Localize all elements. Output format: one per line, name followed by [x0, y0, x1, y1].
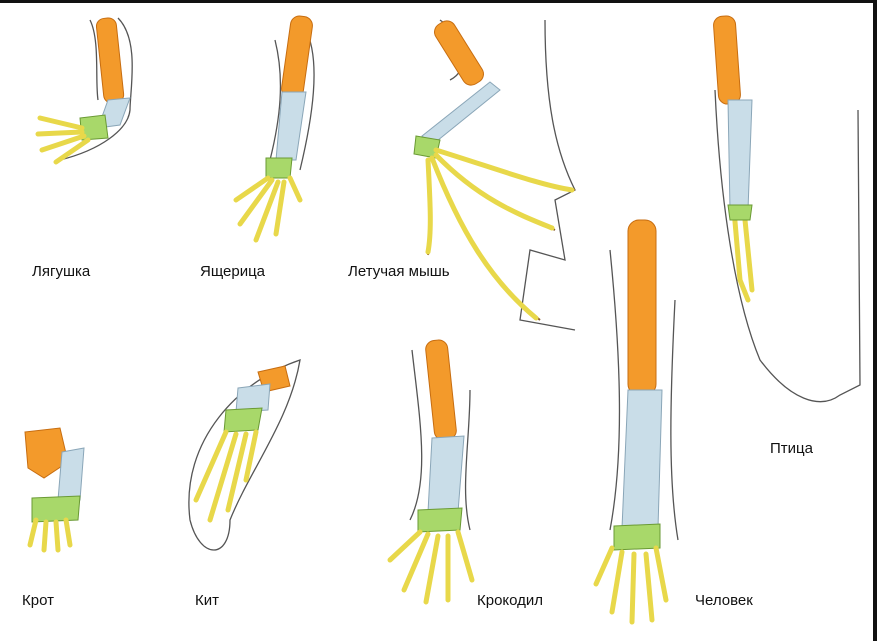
label-crocodile: Крокодил	[477, 592, 544, 609]
right-border	[873, 0, 877, 641]
label-mole: Крот	[22, 592, 54, 609]
label-lizard: Ящерица	[200, 263, 266, 280]
bird-limb	[713, 15, 861, 403]
crocodile-limb	[387, 339, 475, 605]
bat-limb	[413, 19, 576, 331]
label-frog: Лягушка	[32, 263, 91, 280]
label-human: Человек	[695, 592, 753, 609]
top-border	[0, 0, 877, 3]
label-bird: Птица	[770, 440, 813, 457]
label-whale: Кит	[195, 592, 219, 609]
human-limb	[593, 219, 679, 625]
mole-limb	[24, 427, 85, 553]
frog-limb	[35, 17, 133, 165]
lizard-limb	[233, 15, 315, 243]
whale-limb	[188, 359, 301, 551]
label-bat: Летучая мышь	[348, 263, 450, 280]
